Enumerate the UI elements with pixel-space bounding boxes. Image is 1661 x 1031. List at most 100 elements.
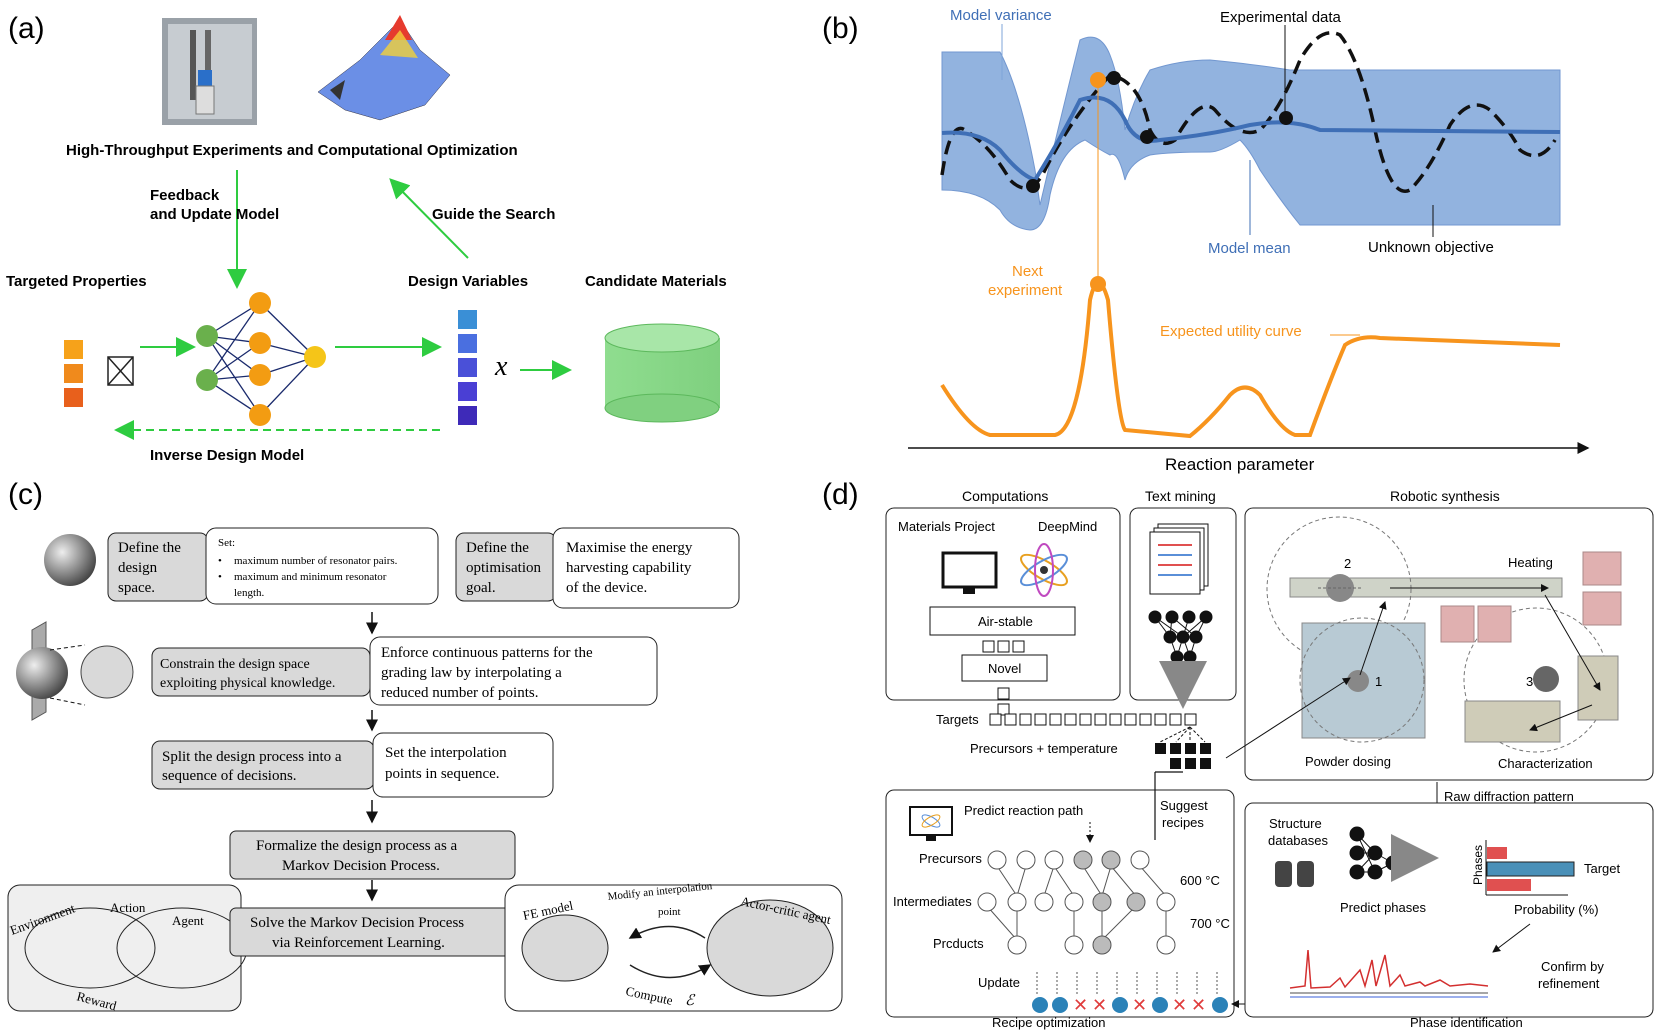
precursor-blocks [1155,743,1211,769]
constrain-text-2: exploiting physical knowledge. [160,676,335,691]
products-row-label: Prcducts [933,936,984,951]
predict-phases-label: Predict phases [1340,900,1426,915]
targeted-properties-label: Targeted Properties [6,273,147,290]
feedback-label-1: Feedback [150,187,220,204]
design-variables-label: Design Variables [408,273,528,290]
panel-a-label: (a) [8,12,45,45]
temp-600-label: 600 °C [1180,873,1220,888]
feedback-label-2: and Update Model [150,206,279,223]
model-mean-line [941,95,1561,183]
structure-db-label-1: Structure [1269,816,1322,831]
update-label: Update [978,975,1020,990]
precursors-temp-label: Precursors + temperature [970,741,1118,756]
constrain-text-1: Constrain the design space [160,657,310,672]
property-square [64,388,83,407]
phase-identification-label: Phase identification [1410,1015,1523,1030]
surface-plot-image [317,15,451,121]
crossed-box-icon [107,356,134,386]
define-goal-text-3: goal. [466,580,496,596]
goal-text-1: Maximise the energy [566,540,693,556]
step-2-label: 2 [1344,556,1351,571]
split-text-2: sequence of decisions. [162,768,297,784]
heating-label: Heating [1508,555,1553,570]
confirm-label-1: Confirm by [1541,959,1604,974]
define-goal-text-2: optimisation [466,560,542,576]
interp-text-2: points in sequence. [385,766,500,782]
reaction-parameter-label: Reaction parameter [1165,455,1315,474]
goal-text-3: of the device. [566,580,647,596]
novel-label: Novel [988,661,1021,676]
temp-700-label: 700 °C [1190,916,1230,931]
update-outcomes: ✕✕ ✕ ✕✕ [1032,995,1228,1015]
target-label: Target [1584,861,1621,876]
materials-project-label: Materials Project [898,519,995,534]
deepmind-label: DeepMind [1038,519,1097,534]
targets-row [989,713,1197,726]
air-stable-label: Air-stable [978,614,1033,629]
expected-utility-curve [940,280,1561,439]
confirm-label-2: refinement [1538,976,1600,991]
solve-text-1: Solve the Markov Decision Process [250,915,464,931]
probability-axis-label: Probability (%) [1514,902,1599,917]
text-mining-header: Text mining [1145,488,1216,504]
set-item-2-text: maximum and minimum resonator [234,571,387,583]
property-square [64,364,83,383]
svg-text:✕: ✕ [1132,995,1147,1015]
inverse-design-label: Inverse Design Model [150,447,304,464]
property-square [64,340,83,359]
robot-photo [162,18,257,125]
reaction-tree [977,850,1176,955]
next-experiment-label-2: experiment [988,282,1063,299]
goal-text-2: harvesting capability [566,560,692,576]
svg-text:✕: ✕ [1191,995,1206,1015]
agent-label: Agent [172,913,204,928]
panel-c: (c) Define the design space. Set: • maxi… [7,478,843,1013]
variable-square [458,334,477,353]
computations-header: Computations [962,488,1048,504]
formalize-text-2: Markov Decision Process. [282,858,440,874]
phase-bar [1487,847,1507,859]
monitor-icon [941,551,998,594]
constrain-illustration [16,621,134,721]
candidate-materials-label: Candidate Materials [585,273,727,290]
utility-curve-label: Expected utility curve [1160,323,1302,340]
neural-network [196,292,326,426]
set-title: Set: [218,537,235,549]
intermediates-row-label: Intermediates [893,894,972,909]
panel-d-label: (d) [822,478,859,511]
raw-diffraction-label: Raw diffraction pattern [1444,789,1574,804]
interp-text-1: Set the interpolation [385,745,507,761]
next-experiment-label-1: Next [1012,263,1044,280]
structure-db-label-2: databases [1268,833,1328,848]
model-mean-label: Model mean [1208,240,1291,257]
split-text-1: Split the design process into a [162,749,342,765]
phase-bar [1487,879,1531,891]
x-symbol: x [494,351,508,382]
variable-square [458,310,477,329]
svg-text:✕: ✕ [1073,995,1088,1015]
define-space-text-1: Define the [118,540,181,556]
suggest-label-1: Suggest [1160,798,1208,813]
guide-search-label: Guide the Search [432,206,555,223]
svg-text:✕: ✕ [1172,995,1187,1015]
diffraction-pattern [1289,949,1489,998]
robotic-synthesis-header: Robotic synthesis [1390,488,1500,504]
recipe-optimization-label: Recipe optimization [992,1015,1105,1030]
enforce-text-3: reduced number of points. [381,685,538,701]
panel-b: (b) Model variance Experimental data Mod… [822,7,1590,474]
characterization-label: Characterization [1498,756,1593,771]
solve-text-2: via Reinforcement Learning. [272,935,445,951]
monitor-atom-icon [909,806,953,841]
experimental-data-label: Experimental data [1220,9,1342,26]
panel-b-label: (b) [822,12,859,45]
step-3-label: 3 [1526,674,1533,689]
top-caption: High-Throughput Experiments and Computat… [66,142,518,159]
phases-axis-label: Phases [1471,845,1485,885]
define-space-text-2: design [118,560,158,576]
formalize-text-1: Formalize the design process as a [256,838,458,854]
precursors-row-label: Precursors [919,851,982,866]
panel-c-label: (c) [8,478,43,511]
set-item-3-text: length. [234,587,264,599]
model-variance-label: Model variance [950,7,1052,24]
